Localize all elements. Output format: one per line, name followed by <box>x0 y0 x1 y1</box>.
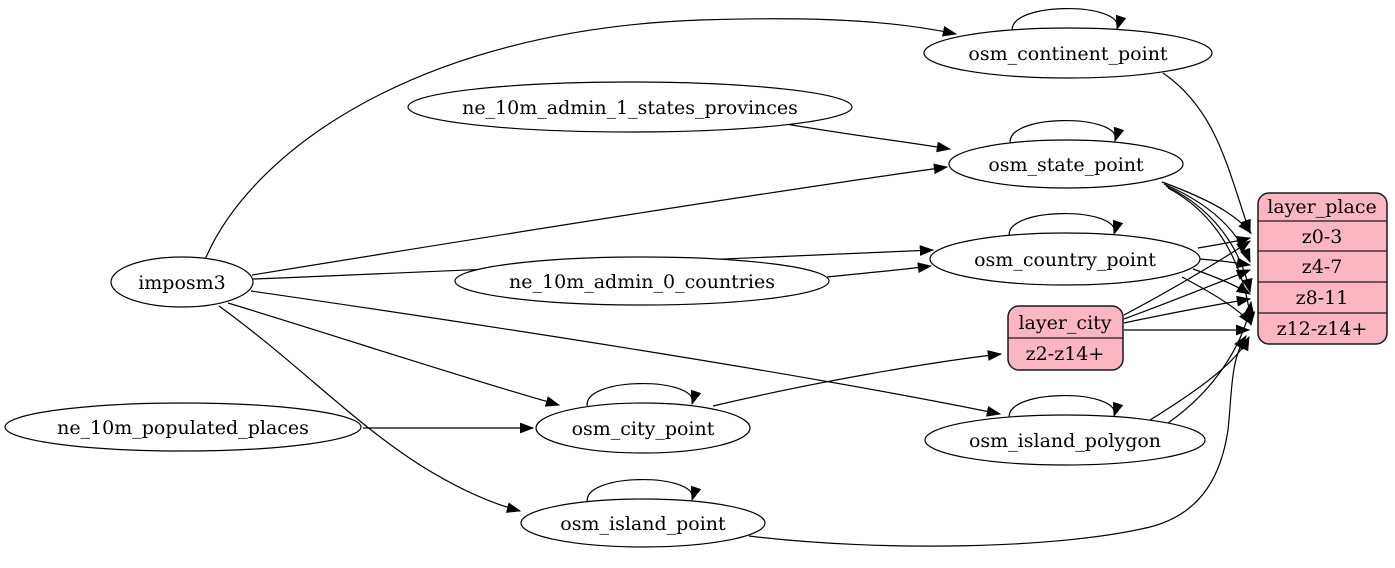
osm_state_point-label: osm_state_point <box>988 154 1144 176</box>
osm_island_polygon-label: osm_island_polygon <box>969 430 1161 452</box>
edge-osm_country_point-layer_place-z12-z14 <box>1181 276 1252 325</box>
ne_10m_admin_0_countries-shape <box>454 256 830 306</box>
node-ne_10m_admin_1_states_provinces: ne_10m_admin_1_states_provinces <box>407 81 853 133</box>
edge-ne_10m_admin_1_states_provinces-osm_state_point <box>785 123 952 153</box>
edge-osm_island_point-layer_place-z12-z14 <box>748 335 1247 547</box>
edge-layer_city-layer_place-z8-11 <box>1123 295 1252 324</box>
imposm3-shape <box>110 256 254 308</box>
edge-osm_island_polygon-layer_place-z8-11 <box>1167 300 1255 424</box>
osm_island_polygon-shape <box>924 414 1206 466</box>
edge-imposm3-osm_state_point <box>251 163 949 276</box>
selfloop-osm_continent_point <box>1011 8 1127 35</box>
layer_place-shape <box>1257 192 1388 345</box>
edge-osm_country_point-layer_place-z4-7 <box>1199 257 1252 269</box>
ne_10m_populated_places-shape <box>4 402 362 452</box>
layer_place-title: layer_place <box>1267 196 1376 218</box>
edge-osm_state_point-layer_place-z8-11 <box>1165 185 1253 294</box>
edge-osm_country_point-layer_place-z0-3 <box>1197 235 1252 249</box>
node-osm_continent_point: osm_continent_point <box>923 27 1213 79</box>
selfloop-osm_country_point <box>1008 213 1124 240</box>
edge-osm_state_point-layer_place-z4-7 <box>1163 183 1251 264</box>
edge-imposm3-osm_city_point <box>227 302 561 407</box>
edge-osm_city_point-layer_city <box>712 350 1003 407</box>
osm_city_point-label: osm_city_point <box>572 418 715 440</box>
layer_city-title: layer_city <box>1018 312 1111 334</box>
osm_city_point-shape <box>535 402 751 454</box>
layer_place-row-z0-3: z0-3 <box>1302 226 1343 248</box>
ne_10m_admin_1_states_provinces-shape <box>407 81 853 133</box>
ne_10m_populated_places-label: ne_10m_populated_places <box>57 417 309 439</box>
ne_10m_admin_0_countries-label: ne_10m_admin_0_countries <box>509 271 775 293</box>
edge-imposm3-osm_island_polygon <box>250 290 1002 417</box>
node-osm_island_point: osm_island_point <box>520 498 766 548</box>
edge-layer_city-layer_place-z0-3 <box>1123 240 1251 316</box>
edge-imposm3-osm_island_point <box>218 305 522 513</box>
osm_country_point-label: osm_country_point <box>974 249 1156 271</box>
node-osm_state_point: osm_state_point <box>948 139 1184 189</box>
osm_state_point-shape <box>948 139 1184 189</box>
edge-osm_country_point-layer_place-z8-11 <box>1192 268 1252 295</box>
node-osm_country_point: osm_country_point <box>929 232 1201 286</box>
ne_10m_admin_1_states_provinces-label: ne_10m_admin_1_states_provinces <box>462 97 798 119</box>
edge-ne_10m_admin_0_countries-osm_country_point <box>826 262 933 278</box>
layer_place-row-z4-7: z4-7 <box>1302 256 1343 278</box>
osm_continent_point-shape <box>923 27 1213 79</box>
node-ne_10m_admin_0_countries: ne_10m_admin_0_countries <box>454 256 830 306</box>
layer_city-row-z2-z14: z2-z14+ <box>1026 343 1105 365</box>
node-osm_city_point: osm_city_point <box>535 402 751 454</box>
layer_place-row-z8-11: z8-11 <box>1296 287 1349 309</box>
node-ne_10m_populated_places: ne_10m_populated_places <box>4 402 362 452</box>
node-layer_place: layer_place z0-3 z4-7 z8-11 z12-z14+ <box>1257 192 1388 345</box>
edge-osm_state_point-layer_place-z0-3 <box>1161 181 1252 234</box>
selfloop-osm_island_polygon <box>1008 395 1124 422</box>
selfloop-osm_city_point <box>586 383 702 410</box>
osm_island_point-label: osm_island_point <box>560 513 726 535</box>
node-imposm3: imposm3 <box>110 256 254 308</box>
layer_place-row-z12-z14: z12-z14+ <box>1277 318 1368 340</box>
selfloop-osm_state_point <box>1009 120 1125 147</box>
edge-group <box>203 8 1256 547</box>
osm_country_point-shape <box>929 232 1201 286</box>
node-osm_island_polygon: osm_island_polygon <box>924 414 1206 466</box>
node-layer_city: layer_city z2-z14+ <box>1007 305 1124 371</box>
imposm3-label: imposm3 <box>138 272 226 294</box>
edge-osm_continent_point-layer_place-z0-3 <box>1162 72 1251 235</box>
osm_continent_point-label: osm_continent_point <box>968 43 1168 65</box>
edge-layer_city-layer_place-z4-7 <box>1123 269 1252 320</box>
osm_island_point-shape <box>520 498 766 548</box>
selfloop-osm_island_point <box>586 479 702 506</box>
edge-imposm3-osm_continent_point <box>203 18 958 263</box>
